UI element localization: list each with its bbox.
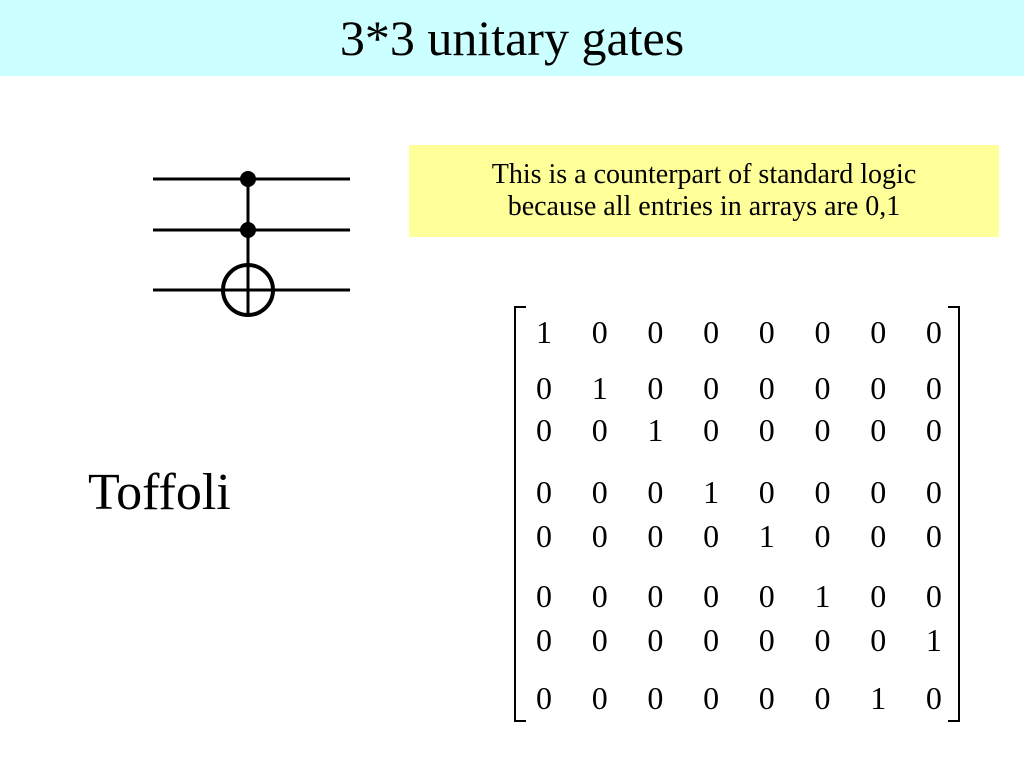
matrix-cell-r7-c2: 0 (591, 622, 608, 658)
toffoli-matrix: 1 0 0 0 0 0 0 0 0 1 0 0 0 0 0 0 0 0 1 0 0 0 0 0 0 0 0 1 0 0 0 0 0 0 0 0 1 0 0 0… (514, 306, 960, 722)
title-bar: 3*3 unitary gates (0, 0, 1024, 76)
matrix-cell-r6-c6: 1 (814, 578, 831, 614)
matrix-cell-r4-c6: 0 (814, 474, 831, 510)
matrix-cell-r1-c6: 0 (814, 314, 831, 350)
matrix-cell-r7-c4: 0 (703, 622, 720, 658)
matrix-cell-r1-c4: 0 (703, 314, 720, 350)
target-xor-icon (221, 263, 275, 317)
matrix-cell-r3-c5: 0 (758, 412, 775, 448)
matrix-cell-r2-c8: 0 (925, 370, 942, 406)
note-box: This is a counterpart of standard logic … (409, 145, 999, 237)
matrix-cell-r6-c5: 0 (758, 578, 775, 614)
matrix-cell-r1-c5: 0 (758, 314, 775, 350)
matrix-cell-r1-c2: 0 (591, 314, 608, 350)
matrix-cell-r1-c1: 1 (536, 314, 552, 350)
control-dot-2 (240, 222, 256, 238)
matrix-cell-r3-c6: 0 (814, 412, 831, 448)
matrix-cell-r5-c7: 0 (870, 518, 887, 554)
matrix-cell-r6-c7: 0 (870, 578, 887, 614)
matrix-cell-r5-c2: 0 (591, 518, 608, 554)
matrix-cell-r3-c1: 0 (536, 412, 552, 448)
matrix-cell-r8-c8: 0 (925, 680, 942, 716)
matrix-cell-r5-c1: 0 (536, 518, 552, 554)
matrix-cell-r3-c3: 1 (647, 412, 664, 448)
matrix-cell-r6-c4: 0 (703, 578, 720, 614)
matrix-cell-r8-c1: 0 (536, 680, 552, 716)
matrix-cell-r2-c7: 0 (870, 370, 887, 406)
matrix-cell-r2-c1: 0 (536, 370, 552, 406)
matrix-cell-r7-c7: 0 (870, 622, 887, 658)
matrix-cell-r1-c8: 0 (925, 314, 942, 350)
matrix-cell-r4-c3: 0 (647, 474, 664, 510)
matrix-cell-r5-c3: 0 (647, 518, 664, 554)
gate-label: Toffoli (88, 464, 231, 521)
matrix-cell-r6-c2: 0 (591, 578, 608, 614)
matrix-cell-r2-c3: 0 (647, 370, 664, 406)
matrix-cell-r7-c3: 0 (647, 622, 664, 658)
matrix-cell-r5-c4: 0 (703, 518, 720, 554)
matrix-cell-r8-c7: 1 (870, 680, 887, 716)
matrix-cell-r6-c3: 0 (647, 578, 664, 614)
matrix-cell-r8-c4: 0 (703, 680, 720, 716)
matrix-left-bracket (514, 306, 526, 722)
matrix-cell-r4-c8: 0 (925, 474, 942, 510)
matrix-cell-r8-c3: 0 (647, 680, 664, 716)
matrix-cell-r2-c5: 0 (758, 370, 775, 406)
matrix-cell-r5-c6: 0 (814, 518, 831, 554)
matrix-cell-r4-c2: 0 (591, 474, 608, 510)
matrix-cell-r7-c6: 0 (814, 622, 831, 658)
matrix-right-bracket (948, 306, 960, 722)
matrix-cell-r5-c5: 1 (758, 518, 775, 554)
matrix-cell-r4-c1: 0 (536, 474, 552, 510)
matrix-cell-r2-c2: 1 (591, 370, 608, 406)
matrix-cell-r2-c6: 0 (814, 370, 831, 406)
matrix-cell-r8-c5: 0 (758, 680, 775, 716)
matrix-cell-r7-c8: 1 (925, 622, 942, 658)
matrix-cell-r8-c2: 0 (591, 680, 608, 716)
matrix-cell-r6-c1: 0 (536, 578, 552, 614)
matrix-cell-r7-c1: 0 (536, 622, 552, 658)
note-line-1: This is a counterpart of standard logic (491, 159, 917, 190)
matrix-cell-r4-c5: 0 (758, 474, 775, 510)
note-line-2: because all entries in arrays are 0,1 (507, 191, 901, 222)
matrix-cell-r3-c4: 0 (703, 412, 720, 448)
slide-title: 3*3 unitary gates (339, 10, 685, 66)
matrix-cell-r7-c5: 0 (758, 622, 775, 658)
matrix-cell-r1-c3: 0 (647, 314, 664, 350)
matrix-cell-r8-c6: 0 (814, 680, 831, 716)
matrix-cell-r3-c8: 0 (925, 412, 942, 448)
matrix-cell-r3-c2: 0 (591, 412, 608, 448)
matrix-cell-r1-c7: 0 (870, 314, 887, 350)
matrix-cell-r3-c7: 0 (870, 412, 887, 448)
matrix-cell-r2-c4: 0 (703, 370, 720, 406)
matrix-cell-r6-c8: 0 (925, 578, 942, 614)
matrix-cell-r4-c4: 1 (703, 474, 720, 510)
matrix-cell-r4-c7: 0 (870, 474, 887, 510)
control-dot-1 (240, 171, 256, 187)
matrix-cell-r5-c8: 0 (925, 518, 942, 554)
